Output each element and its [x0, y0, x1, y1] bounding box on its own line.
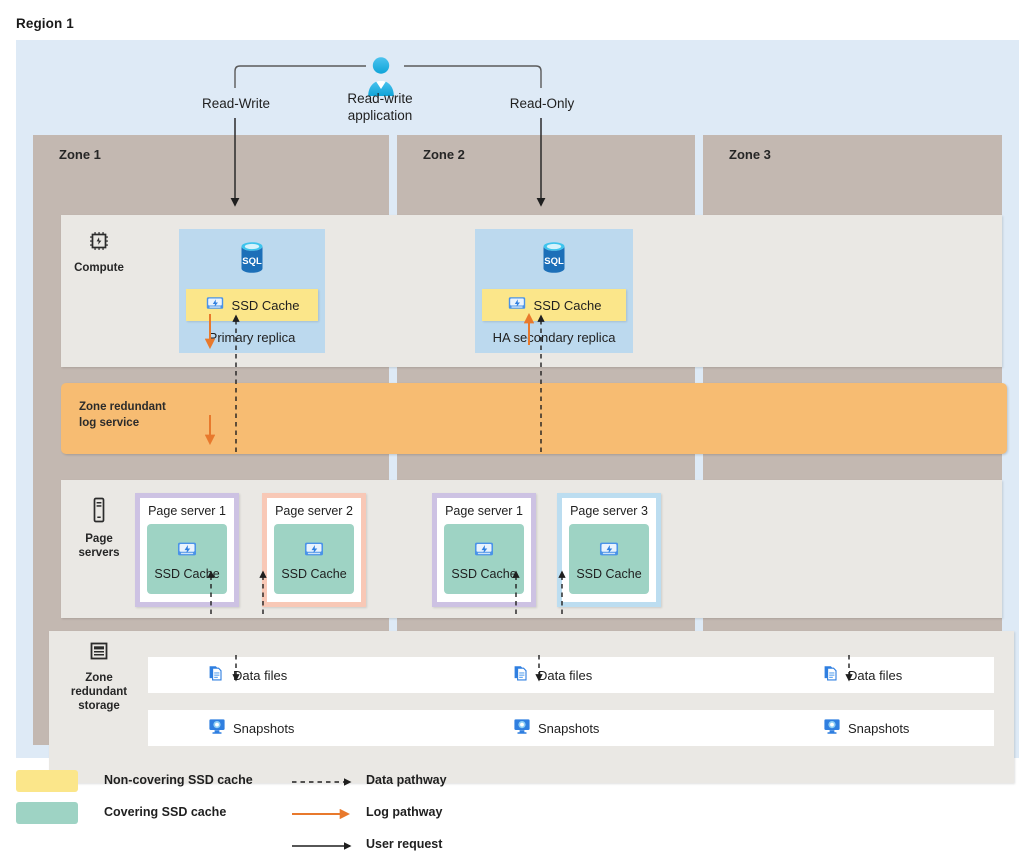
data-files-label: Data files	[848, 667, 903, 683]
snapshots-icon	[823, 717, 841, 740]
ssd-cache-pill-ha-secondary: SSD Cache	[482, 289, 626, 321]
page-server-cache-label: SSD Cache	[576, 566, 642, 581]
data-files-label: Data files	[233, 667, 288, 683]
storage-row-label-text: Zone redundant storage	[70, 672, 128, 712]
data-files-label: Data files	[538, 667, 593, 683]
replica-card-primary[interactable]: SQL SSD Cache Primary replica	[179, 229, 325, 353]
log-service-label: Zone redundant log service	[79, 401, 166, 429]
legend-line-log-pathway	[292, 808, 351, 820]
page-servers-row-label: Page servers	[57, 497, 141, 560]
connector-label-read-write: Read-Write	[201, 96, 271, 111]
log-service-band: Zone redundant log service	[61, 383, 1007, 454]
replica-caption-primary: Primary replica	[208, 330, 296, 345]
storage-row-snapshots: Snapshots Snapshots	[148, 710, 994, 746]
data-files-cell-zone1[interactable]: Data files	[208, 657, 287, 693]
page-server-cache-label: SSD Cache	[154, 566, 220, 581]
zone-header-zone1: Zone 1	[33, 135, 389, 173]
legend-label-data-pathway: Data pathway	[366, 773, 447, 787]
snapshots-icon	[513, 717, 531, 740]
legend-line-user-request	[292, 842, 352, 850]
ssd-disk-icon	[176, 538, 198, 565]
page-server-card-z2-1[interactable]: Page server 1 SSD Cache	[432, 493, 536, 607]
compute-row-label-text: Compute	[74, 262, 124, 274]
page-server-cache-label: SSD Cache	[281, 566, 347, 581]
storage-row-label: Zone redundant storage	[57, 640, 141, 713]
storage-stack-icon	[57, 640, 141, 666]
snapshots-icon	[208, 717, 226, 740]
snapshots-cell-zone2[interactable]: Snapshots	[513, 710, 599, 746]
snapshots-cell-zone1[interactable]: Snapshots	[208, 710, 294, 746]
snapshots-cell-zone3[interactable]: Snapshots	[823, 710, 909, 746]
page-server-title: Page server 3	[570, 504, 648, 518]
legend-label-user-request: User request	[366, 837, 443, 851]
connector-label-read-only: Read-Only	[509, 96, 575, 111]
ssd-cache-label-ha-secondary: SSD Cache	[533, 297, 602, 313]
zone-label-zone2: Zone 2	[423, 146, 465, 162]
data-files-cell-zone3[interactable]: Data files	[823, 657, 902, 693]
page-server-icon	[57, 497, 141, 527]
ssd-disk-icon	[303, 538, 325, 565]
page-server-title: Page server 1	[148, 504, 226, 518]
page-server-title: Page server 1	[445, 504, 523, 518]
storage-band	[49, 631, 1014, 783]
page-server-card-z1-1[interactable]: Page server 1 SSD Cache	[135, 493, 239, 607]
ssd-cache-label-primary: SSD Cache	[231, 297, 300, 313]
page-servers-row-label-text: Page servers	[78, 533, 120, 559]
svg-text:SQL: SQL	[242, 256, 262, 267]
page-server-card-z1-2[interactable]: Page server 2 SSD Cache	[262, 493, 366, 607]
region-canvas: Zone 1 Zone 2 Zone 3 Zone redundant log …	[16, 40, 1019, 783]
storage-row-data-files: Data files Data files Data files	[148, 657, 994, 693]
legend-swatch-non-covering	[16, 770, 78, 792]
zone-header-zone2: Zone 2	[397, 135, 695, 173]
legend-line-data-pathway	[292, 778, 352, 786]
read-write-application-icon	[365, 55, 397, 102]
legend: Non-covering SSD cache Covering SSD cach…	[16, 765, 1019, 865]
compute-row-label: Compute	[57, 230, 141, 275]
ssd-disk-icon	[205, 293, 225, 318]
page-server-cache: SSD Cache	[569, 524, 649, 594]
snapshots-label: Snapshots	[538, 720, 600, 736]
page-server-card-z2-3[interactable]: Page server 3 SSD Cache	[557, 493, 661, 607]
page-server-title: Page server 2	[275, 504, 353, 518]
data-files-icon	[513, 664, 531, 687]
data-files-cell-zone2[interactable]: Data files	[513, 657, 592, 693]
read-write-application-label: Read-write application	[347, 91, 413, 123]
page-server-cache: SSD Cache	[147, 524, 227, 594]
legend-label-non-covering: Non-covering SSD cache	[104, 773, 253, 787]
snapshots-label: Snapshots	[848, 720, 910, 736]
zone-header-zone3: Zone 3	[703, 135, 1002, 173]
svg-text:SQL: SQL	[544, 256, 564, 267]
ssd-disk-icon	[598, 538, 620, 565]
data-files-icon	[208, 664, 226, 687]
cpu-chip-icon	[57, 230, 141, 256]
ssd-disk-icon	[473, 538, 495, 565]
page-server-cache: SSD Cache	[444, 524, 524, 594]
page-server-cache: SSD Cache	[274, 524, 354, 594]
legend-swatch-covering	[16, 802, 78, 824]
ssd-disk-icon	[507, 293, 527, 318]
ssd-cache-pill-primary: SSD Cache	[186, 289, 318, 321]
snapshots-label: Snapshots	[233, 720, 295, 736]
page-title: Region 1	[16, 16, 74, 31]
zone-label-zone1: Zone 1	[59, 146, 101, 162]
sql-database-icon: SQL	[236, 240, 268, 283]
zone-label-zone3: Zone 3	[729, 146, 771, 162]
sql-database-icon: SQL	[538, 240, 570, 283]
legend-label-log-pathway: Log pathway	[366, 805, 443, 819]
replica-card-ha-secondary[interactable]: SQL SSD Cache HA secondary replica	[475, 229, 633, 353]
page-server-cache-label: SSD Cache	[451, 566, 517, 581]
data-files-icon	[823, 664, 841, 687]
legend-label-covering: Covering SSD cache	[104, 805, 227, 819]
replica-caption-ha-secondary: HA secondary replica	[492, 330, 616, 345]
